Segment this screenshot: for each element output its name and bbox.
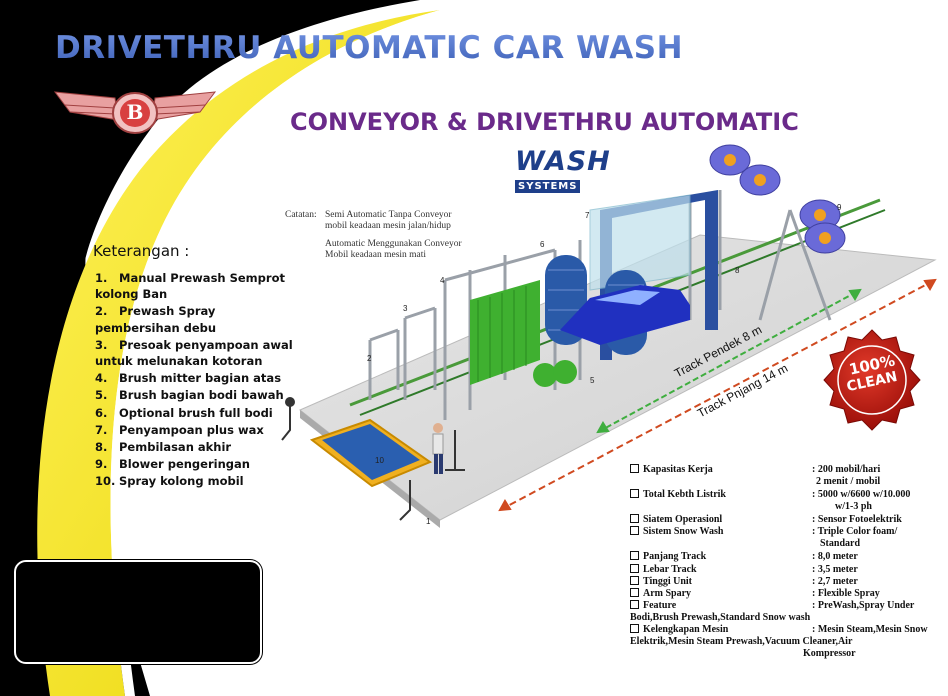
car xyxy=(560,285,690,345)
diagram-number-6: 6 xyxy=(540,240,545,249)
spec-value: : 2,7 meter xyxy=(812,576,858,587)
list-item: 6.Optional brush full bodi xyxy=(95,405,273,420)
checkbox-icon xyxy=(630,624,639,633)
spec-value: : 200 mobil/hari xyxy=(812,464,881,475)
spec-value: Standard xyxy=(820,538,861,549)
checkbox-icon xyxy=(630,576,639,585)
diagram-number-2: 2 xyxy=(367,354,372,363)
spec-label: Tinggi Unit xyxy=(643,576,692,587)
list-item: 9.Blower pengeringan xyxy=(95,457,250,472)
spec-value: : 3,5 meter xyxy=(812,564,858,575)
track-short-arrow xyxy=(596,288,862,434)
yellow-swoosh xyxy=(37,10,440,696)
black-swoosh-top xyxy=(0,0,420,260)
spec-value: Kompressor xyxy=(803,648,856,659)
diagram-number-5: 5 xyxy=(590,376,595,385)
checkbox-icon xyxy=(630,564,639,573)
diagram-number-3: 3 xyxy=(403,304,408,313)
spec-value: w/1-3 ph xyxy=(835,501,872,512)
checkbox-icon xyxy=(630,514,639,523)
list-item: 2.Prewash Spray pembersihan debu xyxy=(95,304,217,335)
keterangan-list: 1.Manual Prewash Semprot kolong Ban 2.Pr… xyxy=(95,270,295,491)
wash-logo-word: WASH xyxy=(515,146,611,177)
checkbox-icon xyxy=(630,526,639,535)
checkbox-icon xyxy=(630,600,639,609)
spec-label: Kelengkapan Mesin xyxy=(643,624,729,635)
catatan-line3: Automatic Menggunakan Conveyor xyxy=(325,239,462,249)
track-long-arrow xyxy=(498,278,937,512)
diagram-number-10: 10 xyxy=(375,456,384,465)
page-subtitle: CONVEYOR & DRIVETHRU AUTOMATIC xyxy=(290,108,799,136)
black-panel xyxy=(14,560,262,664)
page-title: DRIVETHRU AUTOMATIC CAR WASH xyxy=(55,30,684,66)
catatan-line4: Mobil keadaan mesin mati xyxy=(325,250,427,260)
checkbox-icon xyxy=(630,551,639,560)
spec-label: Total Kebth Listrik xyxy=(643,489,726,500)
diagram-number-7: 7 xyxy=(585,211,590,220)
diagram-number-1: 1 xyxy=(426,517,431,526)
catatan-label: Catatan: xyxy=(285,210,317,220)
spec-label: Feature xyxy=(643,600,677,611)
spec-value: : Sensor Fotoelektrik xyxy=(812,514,902,525)
spec-value: : PreWash,Spray Under xyxy=(812,600,915,611)
spec-label: Siatem Operasionl xyxy=(643,514,723,525)
list-item: 4.Brush mitter bagian atas xyxy=(95,371,282,386)
list-item: 3.Presoak penyampoan awal untuk melunaka… xyxy=(95,337,293,369)
list-item: 5.Brush bagian bodi bawah xyxy=(95,388,284,403)
diagram-number-4: 4 xyxy=(440,276,445,285)
clean-badge xyxy=(823,329,921,431)
spec-label: Panjang Track xyxy=(643,551,707,562)
checkbox-icon xyxy=(630,489,639,498)
spec-value: Bodi,Brush Prewash,Standard Snow wash xyxy=(630,612,811,623)
logo-letter: B xyxy=(126,100,144,124)
systems-logo-word: SYSTEMS xyxy=(515,180,581,193)
logo-wings xyxy=(53,91,217,134)
spec-value: : Triple Color foam/ xyxy=(812,526,898,537)
list-item: 8.Pembilasan akhir xyxy=(95,440,232,455)
checkbox-icon xyxy=(630,464,639,473)
spec-value: : 8,0 meter xyxy=(812,551,858,562)
spec-value: 2 menit / mobil xyxy=(816,476,881,487)
catatan-line2: mobil keadaan mesin jalan/hidup xyxy=(325,221,451,231)
spec-label: Arm Spary xyxy=(643,588,692,599)
spec-value: : Flexible Spray xyxy=(812,588,880,599)
list-item: 1.Manual Prewash Semprot kolong Ban xyxy=(95,271,285,302)
spec-label: Sistem Snow Wash xyxy=(643,526,724,537)
checkbox-icon xyxy=(630,588,639,597)
catatan-line1: Semi Automatic Tanpa Conveyor xyxy=(325,210,452,220)
list-item: 10.Spray kolong mobil xyxy=(95,474,244,489)
spec-label: Lebar Track xyxy=(643,564,697,575)
spec-label: Kapasitas Kerja xyxy=(643,464,713,475)
worker xyxy=(432,423,444,474)
diagram-number-8: 8 xyxy=(735,266,740,275)
spec-value: : Mesin Steam,Mesin Snow xyxy=(812,624,928,635)
keterangan-title: Keterangan : xyxy=(93,242,190,260)
diagram-number-9: 9 xyxy=(837,203,842,212)
wash-systems-logo: WASH SYSTEMS xyxy=(515,148,611,194)
spec-value: : 5000 w/6600 w/10.000 xyxy=(812,489,911,500)
spec-value: Elektrik,Mesin Steam Prewash,Vacuum Clea… xyxy=(630,636,853,647)
list-item: 7.Penyampoan plus wax xyxy=(95,422,264,437)
